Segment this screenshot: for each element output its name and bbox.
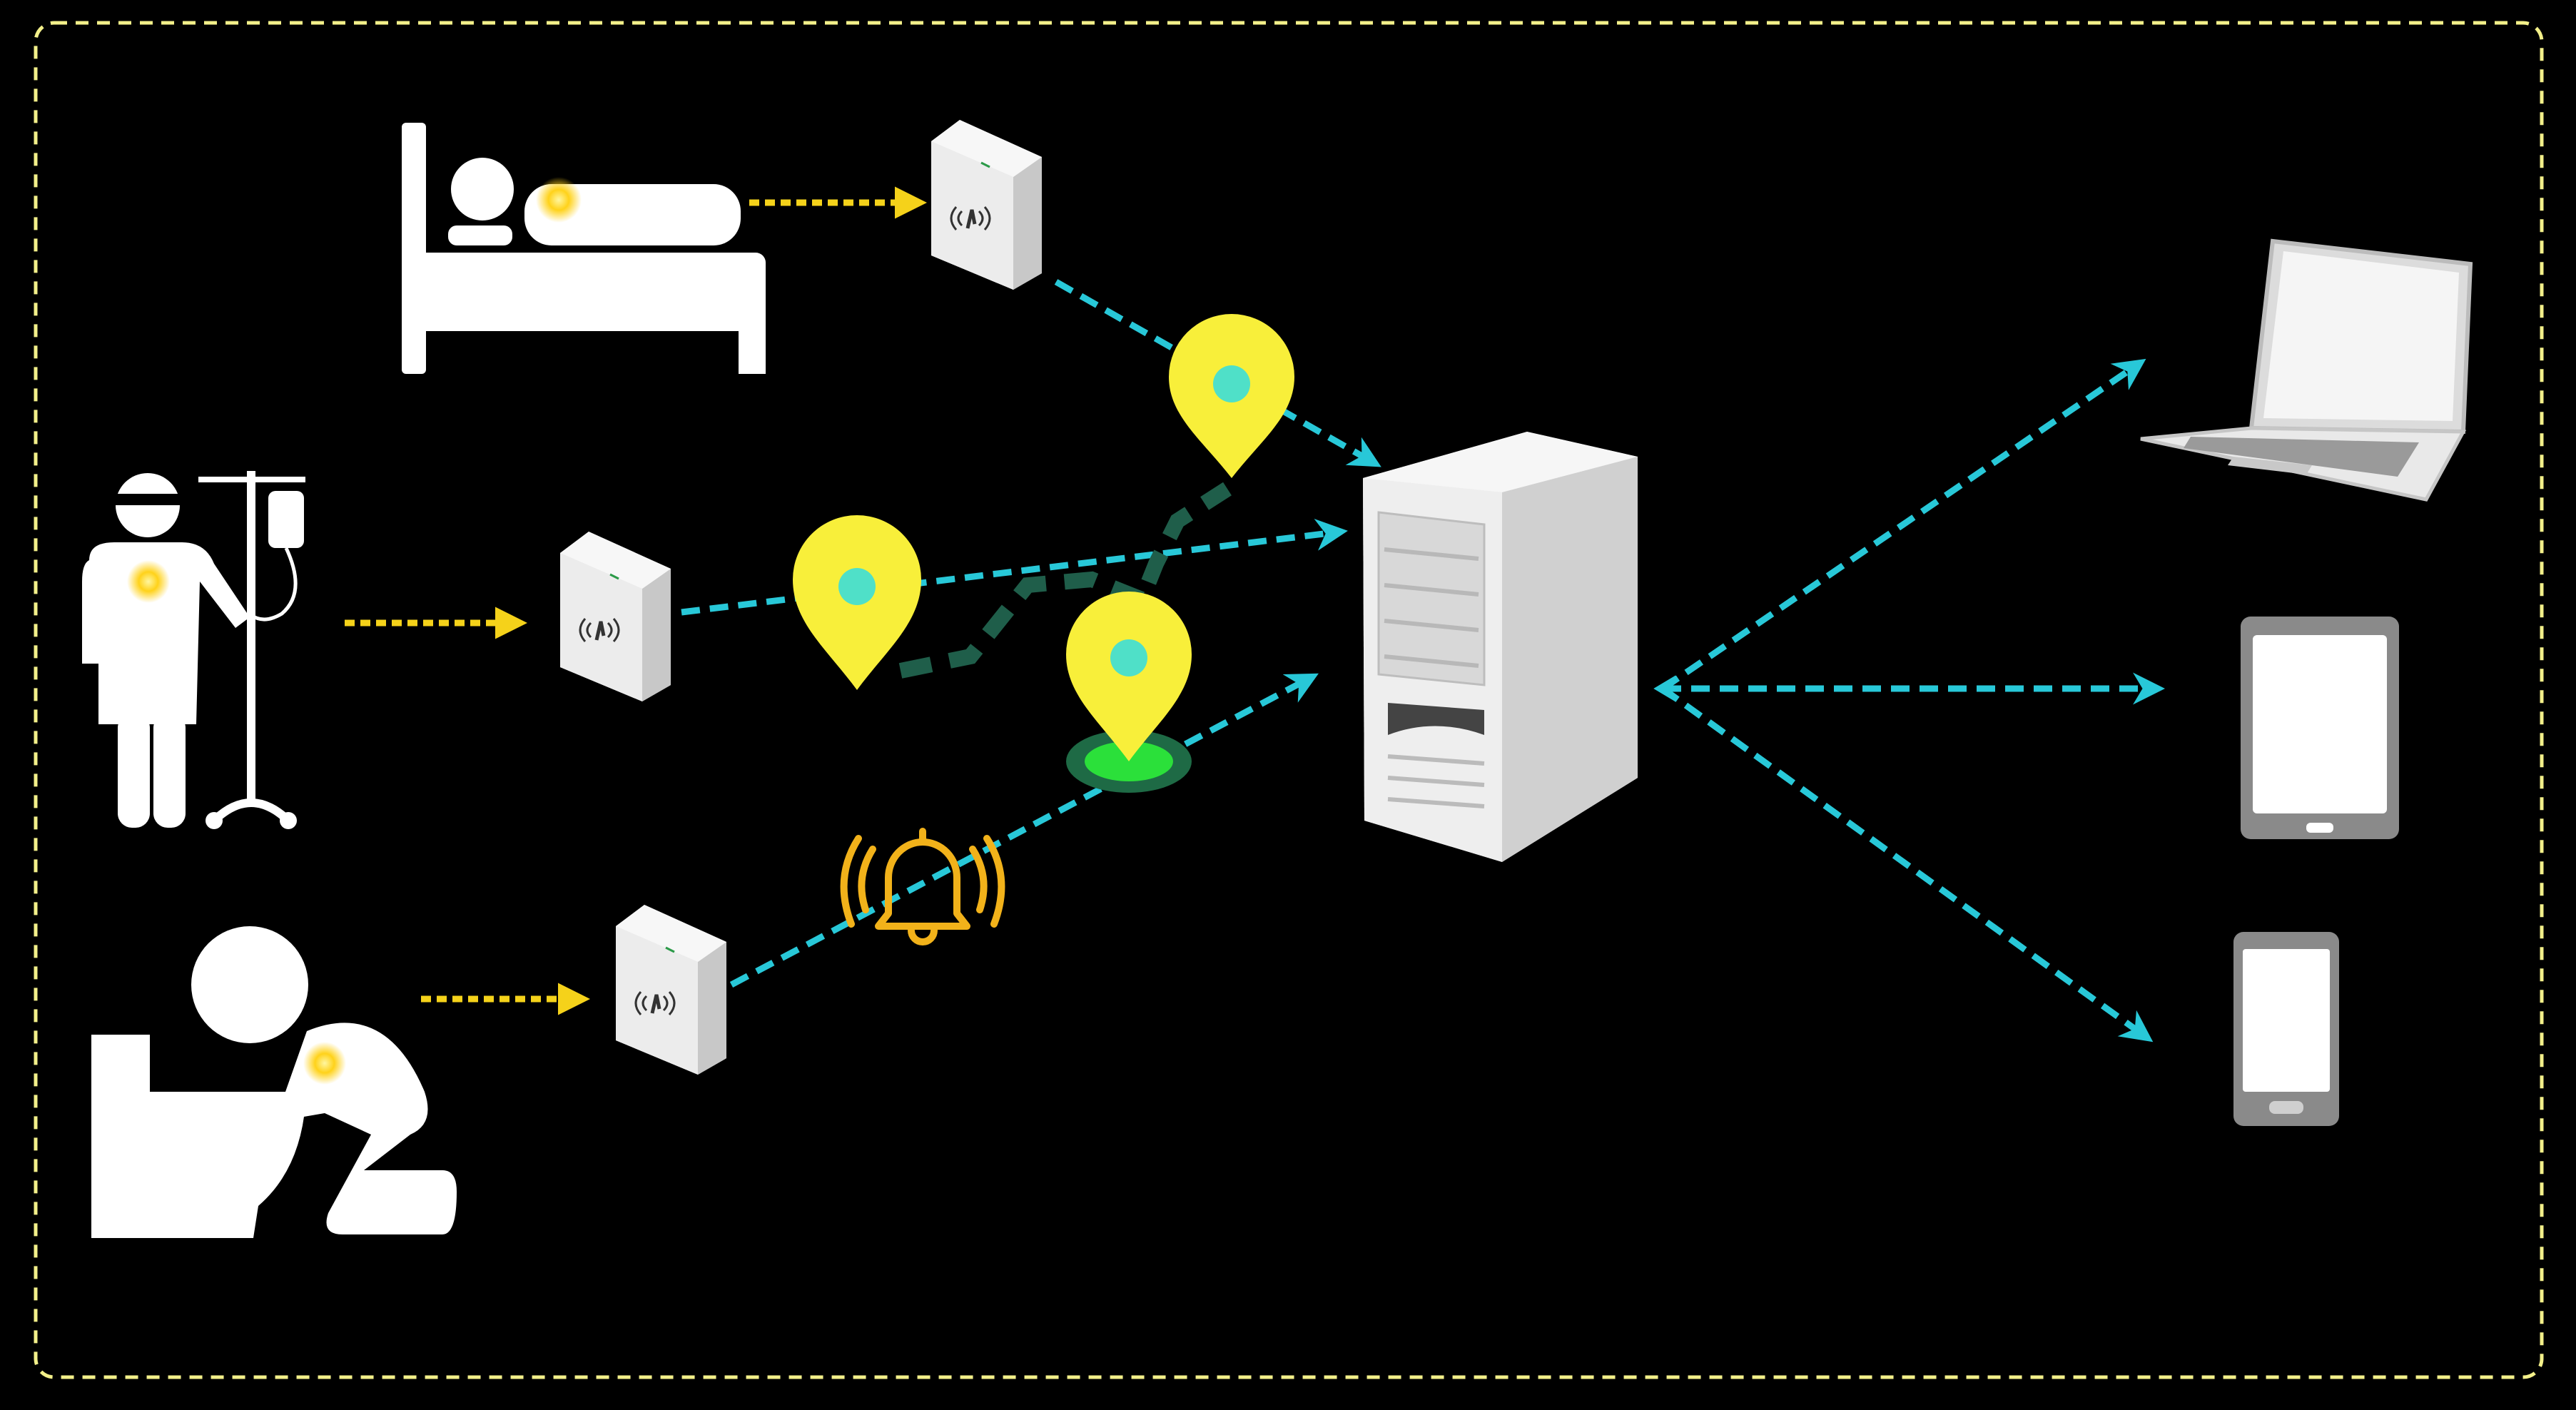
receiver-3 [616,905,726,1075]
laptop-icon [2140,238,2473,502]
sensor-glow-iv [127,560,170,603]
link-server-phone [1660,686,2154,1043]
location-pin-target [1066,592,1192,793]
toilet-fall-icon [91,926,457,1238]
movement-trace [898,482,1232,679]
location-pin-1 [1169,314,1294,478]
link-receiver2-server [681,519,1348,616]
tablet-icon [2241,617,2399,839]
pin-dot [838,568,876,605]
alarm-bell-icon [840,828,1005,945]
link-server-laptop [1660,358,2146,691]
patient-with-iv-figure [82,473,250,828]
iv-pole-icon [198,471,305,829]
link-arrowhead-server [1653,675,1679,702]
smartphone-icon [2233,932,2339,1126]
pin-dot [1213,365,1250,402]
wireless-receiver-icon [634,991,676,1015]
bed-icon [402,123,766,374]
location-pin-2 [793,515,921,690]
network-links [681,279,2165,1043]
receiver-2 [560,532,671,701]
sensor-glow-bed [536,177,582,223]
link-receiver3-server [729,673,1319,988]
sensor-glow-fall [303,1042,346,1085]
wireless-receiver-icon [579,618,620,642]
dashed-frame [34,21,2544,1379]
server-tower-icon [1363,432,1638,862]
wireless-receiver-icon [950,206,991,230]
receiver-1 [931,120,1042,290]
pin-dot [1110,639,1147,676]
